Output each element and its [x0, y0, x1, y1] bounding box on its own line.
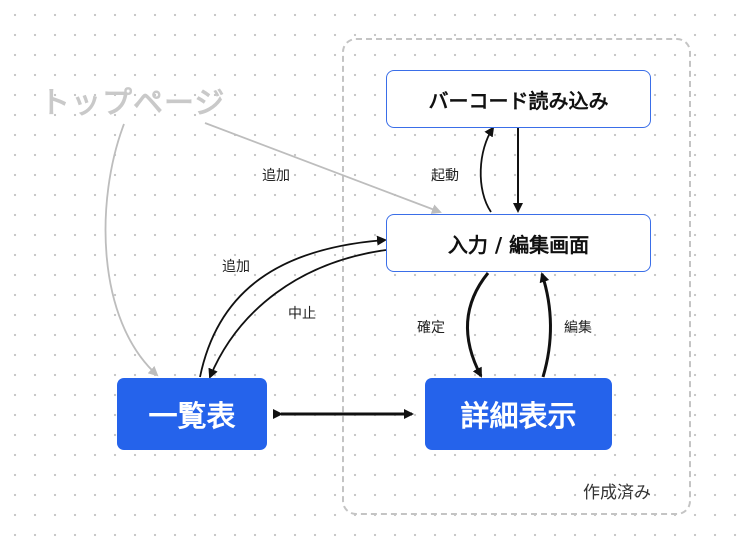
edge-input-to-list [208, 249, 387, 379]
edge-label-cancel: 中止 [288, 306, 316, 322]
barcode-reader-node: バーコード読み込み [386, 70, 651, 128]
detail-node: 詳細表示 [425, 378, 612, 450]
edge-detail-to-input [539, 272, 552, 378]
edge-input-to-detail [466, 272, 490, 378]
input-edit-node: 入力 / 編集画面 [386, 214, 651, 272]
edge-top-to-input [204, 122, 442, 214]
edge-label-confirm: 確定 [417, 320, 445, 336]
top-page-node: トップページ [40, 86, 226, 121]
edge-list-to-input [199, 235, 387, 378]
edge-label-edit: 編集 [564, 320, 592, 336]
created-region [342, 38, 691, 515]
created-region-label: 作成済み [583, 483, 651, 503]
edge-top-to-list [104, 123, 159, 377]
edge-label-add-list: 追加 [222, 259, 250, 275]
list-node: 一覧表 [117, 378, 267, 450]
edge-label-add-top: 追加 [262, 168, 290, 184]
edge-input-to-barcode [479, 126, 495, 213]
edge-label-launch: 起動 [431, 168, 459, 184]
